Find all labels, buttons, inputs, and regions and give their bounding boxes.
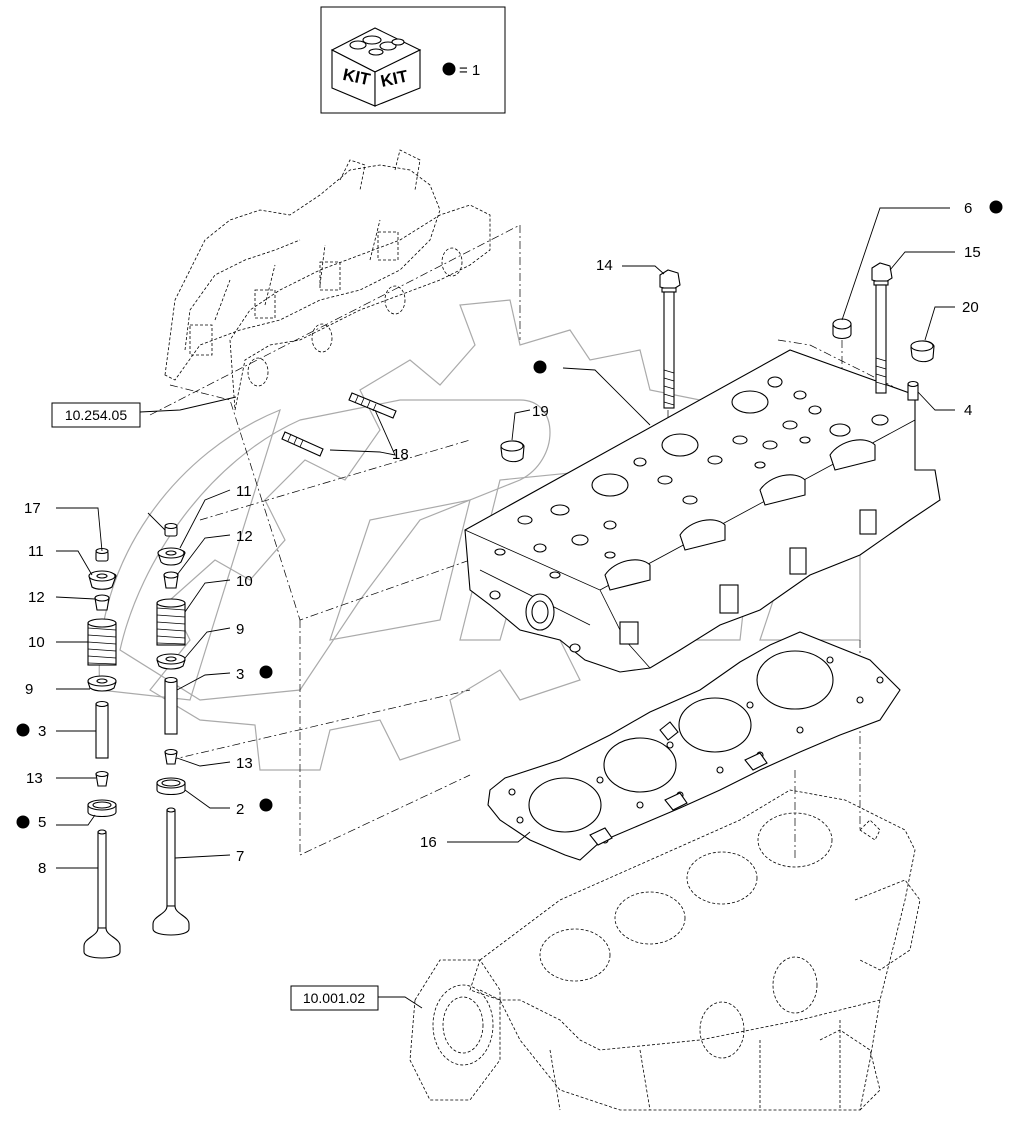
callout-13-right: 13 — [236, 755, 253, 772]
engine-block — [409, 789, 921, 1111]
valve-stack-right — [152, 522, 190, 936]
ref-label-engine-block: 10.001.02 — [303, 990, 365, 1006]
valve-spring-10-left — [87, 618, 117, 666]
callout-17: 17 — [24, 500, 41, 517]
intake-valve-7 — [152, 807, 190, 936]
callout-12-right: 12 — [236, 528, 253, 545]
callout-11-left: 11 — [28, 543, 44, 560]
bullet-icon — [16, 815, 30, 829]
kit-bullets — [16, 200, 1003, 829]
callout-labels: 17 11 12 10 9 3 13 5 8 11 12 10 9 3 13 2… — [24, 200, 981, 877]
expansion-plug-6 — [832, 318, 852, 340]
callout-3-right: 3 — [236, 666, 244, 683]
callout-18: 18 — [392, 446, 409, 463]
callout-2: 2 — [236, 801, 244, 818]
callout-20: 20 — [962, 299, 979, 316]
valve-cap-17 — [95, 547, 109, 562]
head-bolt-14 — [659, 269, 681, 409]
plug-19 — [500, 440, 525, 463]
kit-legend: KIT KIT = 1 — [320, 6, 506, 114]
stud-pair-18 — [281, 392, 397, 457]
bullet-icon — [16, 723, 30, 737]
head-top-holes — [494, 376, 889, 579]
callout-16: 16 — [420, 834, 437, 851]
callout-7: 7 — [236, 848, 244, 865]
valve-keeper-12-right — [163, 571, 179, 589]
valve-seal-13-right — [164, 748, 178, 765]
callout-4: 4 — [964, 402, 972, 419]
leader-lines — [55, 207, 955, 1009]
callout-9-right: 9 — [236, 621, 244, 638]
valve-seat-5 — [87, 799, 117, 818]
bullet-icon — [259, 798, 273, 812]
valve-keeper-12-left — [94, 594, 110, 611]
plug-20 — [910, 340, 935, 363]
kit-equals-text: = 1 — [459, 62, 480, 79]
callout-10-right: 10 — [236, 573, 253, 590]
cylinder-head — [464, 349, 941, 673]
callout-15: 15 — [964, 244, 981, 261]
head-rocker-pedestals — [604, 439, 876, 591]
ref-box-engine-block[interactable]: 10.001.02 — [290, 985, 379, 1011]
ref-box-exhaust-manifold[interactable]: 10.254.05 — [51, 402, 141, 428]
valve-seat-2 — [156, 777, 186, 796]
valve-cap-17-right — [164, 522, 178, 537]
bullet-icon — [989, 200, 1003, 214]
spring-seat-9-right — [156, 653, 186, 670]
valve-stack-left — [83, 547, 121, 959]
exhaust-manifold — [164, 149, 491, 411]
head-side-face — [489, 509, 877, 653]
callout-6: 6 — [964, 200, 972, 217]
valve-guide-3-left — [95, 700, 109, 759]
spring-retainer-11-right — [157, 547, 186, 566]
ref-label-exhaust-manifold: 10.254.05 — [65, 407, 127, 423]
callout-12-left: 12 — [28, 589, 45, 606]
kit-box-icon — [330, 27, 422, 107]
head-bolt-15 — [871, 262, 893, 394]
kit-bullet-icon — [442, 62, 456, 76]
callout-10-left: 10 — [28, 634, 45, 651]
head-gasket — [487, 631, 901, 861]
callout-14: 14 — [596, 257, 613, 274]
callout-8: 8 — [38, 860, 46, 877]
dowel-pin — [907, 380, 919, 401]
gasket-holes — [508, 656, 884, 846]
valve-guide-3-right — [164, 676, 178, 735]
bullet-icon — [533, 360, 547, 374]
valve-seal-13-left — [95, 770, 109, 787]
callout-9-left: 9 — [25, 681, 33, 698]
callout-11-right: 11 — [236, 483, 252, 500]
callout-3-left: 3 — [38, 723, 46, 740]
callout-19: 19 — [532, 403, 549, 420]
bullet-icon — [259, 665, 273, 679]
spring-seat-9-left — [87, 675, 117, 692]
exhaust-valve-8 — [83, 829, 121, 959]
callout-13-left: 13 — [26, 770, 43, 787]
spring-retainer-11-left — [88, 570, 117, 590]
valve-spring-10-right — [156, 598, 186, 646]
callout-5: 5 — [38, 814, 46, 831]
